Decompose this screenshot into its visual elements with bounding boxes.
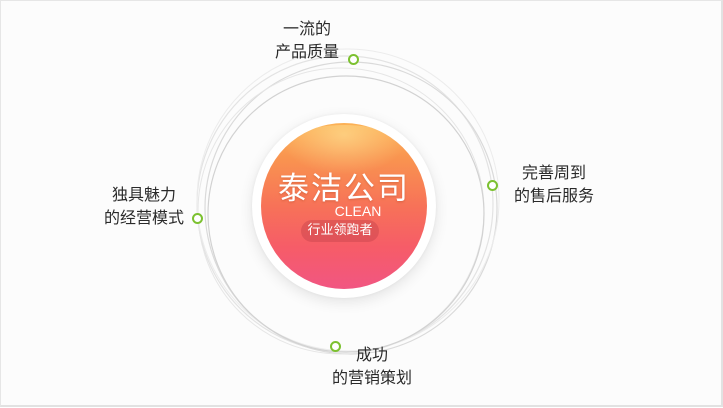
node-dot-icon (330, 341, 341, 352)
leader-badge: 行业领跑者 (301, 220, 379, 242)
node-dot-icon (192, 213, 203, 224)
node-after-sales: 完善周到 的售后服务 (507, 161, 601, 207)
node-line2: 的营销策划 (331, 368, 412, 387)
node-line2: 的经营模式 (103, 208, 184, 227)
node-marketing: 成功 的营销策划 (325, 343, 419, 389)
node-dot-icon (348, 54, 359, 65)
node-line1: 一流的 (282, 19, 331, 38)
company-subtitle: CLEAN (334, 203, 382, 219)
node-line1: 独具魅力 (111, 185, 176, 204)
node-line1: 完善周到 (521, 163, 586, 182)
node-business-model: 独具魅力 的经营模式 (97, 183, 191, 229)
company-name: 泰洁公司 (278, 171, 410, 207)
node-dot-icon (487, 180, 498, 191)
node-line2: 产品质量 (274, 42, 339, 61)
node-line1: 成功 (355, 345, 388, 364)
node-product-quality: 一流的 产品质量 (267, 17, 347, 63)
node-line2: 的售后服务 (513, 186, 594, 205)
center-circle: 泰洁公司 CLEAN 行业领跑者 (261, 123, 427, 289)
